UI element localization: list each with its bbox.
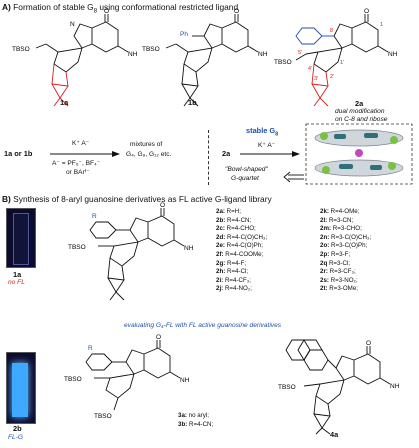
- vial-2b-label: 2b: [13, 424, 22, 433]
- list-item: 2m: R=3-CHO;: [320, 225, 362, 233]
- label-1a: 1a: [60, 98, 69, 107]
- structure-library-2: R O NH TBSO: [68, 202, 194, 301]
- tbso-4a: TBSO: [278, 384, 296, 391]
- section-a-letter: A): [2, 2, 11, 12]
- ph-1b: Ph: [180, 31, 188, 38]
- reaction-arrow-2: [240, 151, 300, 157]
- atom-5p-2a: 5': [298, 50, 302, 56]
- section-b-header: B) Synthesis of 8-aryl guanosine derivat…: [2, 194, 272, 204]
- list-item: 2f: R=4-COOMe;: [216, 250, 264, 258]
- tbso-3-top: TBSO: [64, 376, 82, 383]
- atom-1p-2a: 1': [340, 60, 344, 66]
- label-3a: 3a: no aryl;: [178, 412, 209, 419]
- bowl-line2: G-quartet: [231, 175, 259, 182]
- list-item: 2i: R=4-CF₃;: [216, 276, 252, 284]
- library-left-list: 2a: R=H; 2b: R=4-CN; 2c: R=4-CHO; 2d: R=…: [216, 208, 267, 294]
- list-item: 2d: R=4-C(O)CH₃;: [216, 233, 268, 241]
- vial-2b-note: FL-G: [8, 434, 24, 441]
- list-item: 2e: R=4-C(O)Ph;: [216, 242, 263, 250]
- section-b-title: Synthesis of 8-aryl guanosine derivative…: [13, 194, 272, 204]
- structure-2a: O NH TBSO 8 1 5' 4' 3' 2' 1': [274, 8, 398, 107]
- section-b-letter: B): [2, 194, 11, 204]
- list-item: 2q R=3-Cl;: [320, 259, 351, 267]
- library-right-list: 2k: R=4-OMe; 2l: R=3-CN; 2m: R=3-CHO; 2n…: [320, 208, 371, 294]
- atom-4p-2a: 4': [308, 66, 312, 72]
- back-arrow: [283, 171, 304, 183]
- structure-1b: Ph O NH TBSO: [142, 8, 268, 107]
- stable-g8-text: stable G: [246, 126, 276, 135]
- list-item: 2g: R=4-F;: [216, 259, 247, 267]
- list-item: 2p: R=3-F;: [320, 250, 351, 258]
- anion-line2: or BArᶠ⁻: [66, 169, 90, 176]
- nh2-1a: NH: [128, 51, 138, 58]
- list-item: 2o: R=3-C(O)Ph;: [320, 242, 368, 250]
- list-item: 2n: R=3-C(O)CH₃;: [320, 233, 372, 241]
- stable-g8-sub: 8: [275, 131, 279, 138]
- ligand-label: 2a: [222, 149, 231, 158]
- section-a-header: A) Formation of stable G8 using conforma…: [2, 2, 238, 15]
- structure-3: R O NH TBSO TBSO: [64, 334, 190, 420]
- vial-1a-note: no FL: [8, 279, 25, 286]
- label-2a: 2a: [355, 99, 364, 108]
- list-item: 2h: R=4-Cl;: [216, 268, 249, 276]
- product-line1: mixtures of: [130, 141, 163, 148]
- atom-1-2a: 1: [380, 22, 383, 28]
- r-group-2: R: [92, 213, 97, 220]
- list-item: 2s: R=3-NO₂;: [320, 276, 358, 284]
- atom-O-2: O: [160, 202, 165, 209]
- r-group-3: R: [88, 345, 93, 352]
- label-3b: 3b: R=4-CN;: [178, 421, 214, 428]
- atom-3p-2a: 3': [314, 76, 318, 82]
- nh2-2: NH: [184, 245, 194, 252]
- atom-O-1a: O: [104, 8, 109, 15]
- list-item: 2a: R=H;: [216, 208, 241, 215]
- evaluating-caption: evaluating G₄-FL with FL active guanosin…: [124, 322, 282, 329]
- tbso-1a: TBSO: [12, 46, 30, 53]
- reagent2-label: K⁺ A⁻: [258, 142, 276, 149]
- reagent-label: K⁺ A⁻: [72, 140, 90, 147]
- label-4a: 4a: [330, 430, 339, 439]
- vial-1a-label: 1a: [13, 270, 22, 279]
- list-item: 2c: R=4-CHO;: [216, 225, 256, 233]
- atom-O-4a: O: [366, 340, 371, 347]
- atom-N-1a: N: [70, 21, 75, 28]
- vial-1a-image: [6, 208, 36, 268]
- reactants-label: 1a or 1b: [4, 149, 33, 158]
- vial-2b-image: [6, 352, 36, 424]
- nh2-4a: NH: [390, 383, 400, 390]
- structure-1a: O N NH TBSO: [12, 8, 138, 107]
- tbso-2: TBSO: [68, 244, 86, 251]
- nh2-2a: NH: [388, 51, 398, 58]
- list-item: 2b: R=4-CN;: [216, 216, 252, 224]
- section-a-title-rest: using conformational restricted ligand: [97, 2, 239, 12]
- list-item: 2l: R=3-CN;: [320, 216, 354, 224]
- nh2-1b: NH: [258, 51, 268, 58]
- product-line2: G₄, G₈, G₁₂ etc.: [126, 151, 172, 158]
- atom-O-3: O: [156, 334, 161, 341]
- tbso-1b: TBSO: [142, 46, 160, 53]
- list-item: 2k: R=4-OMe;: [320, 208, 360, 215]
- list-item: 2j: R=4-NO₂;: [216, 285, 252, 293]
- note-2a-line1: dual modification: [335, 108, 385, 115]
- divider-dashed: [208, 130, 209, 185]
- atom-O-1b: O: [234, 8, 239, 15]
- section-a-title: Formation of stable G: [13, 2, 94, 12]
- list-item: 2r: R=3-CF₃;: [320, 268, 356, 276]
- anion-line1: A⁻ = PF₆⁻, BF₄⁻: [52, 160, 101, 167]
- section-a-title-sub: 8: [93, 8, 98, 15]
- label-1b: 1b: [188, 98, 197, 107]
- atom-2p-2a: 2': [330, 74, 334, 80]
- g-quartet-illustration: [305, 123, 413, 185]
- tbso-2a: TBSO: [274, 59, 292, 66]
- note-2a-line2: on C-8 and ribose: [335, 116, 388, 123]
- structure-4a: O NH TBSO: [278, 339, 400, 435]
- list-item: 2t: R=3-OMe;: [320, 285, 358, 293]
- stable-g8-label: stable G8: [246, 126, 278, 137]
- atom-O-2a: O: [364, 8, 369, 15]
- reaction-arrow-1: [50, 151, 120, 157]
- bowl-line1: "Bowl-shaped": [225, 166, 268, 173]
- tbso-3-bottom: TBSO: [94, 413, 112, 420]
- atom-8-2a: 8: [330, 28, 333, 34]
- nh2-3: NH: [180, 377, 190, 384]
